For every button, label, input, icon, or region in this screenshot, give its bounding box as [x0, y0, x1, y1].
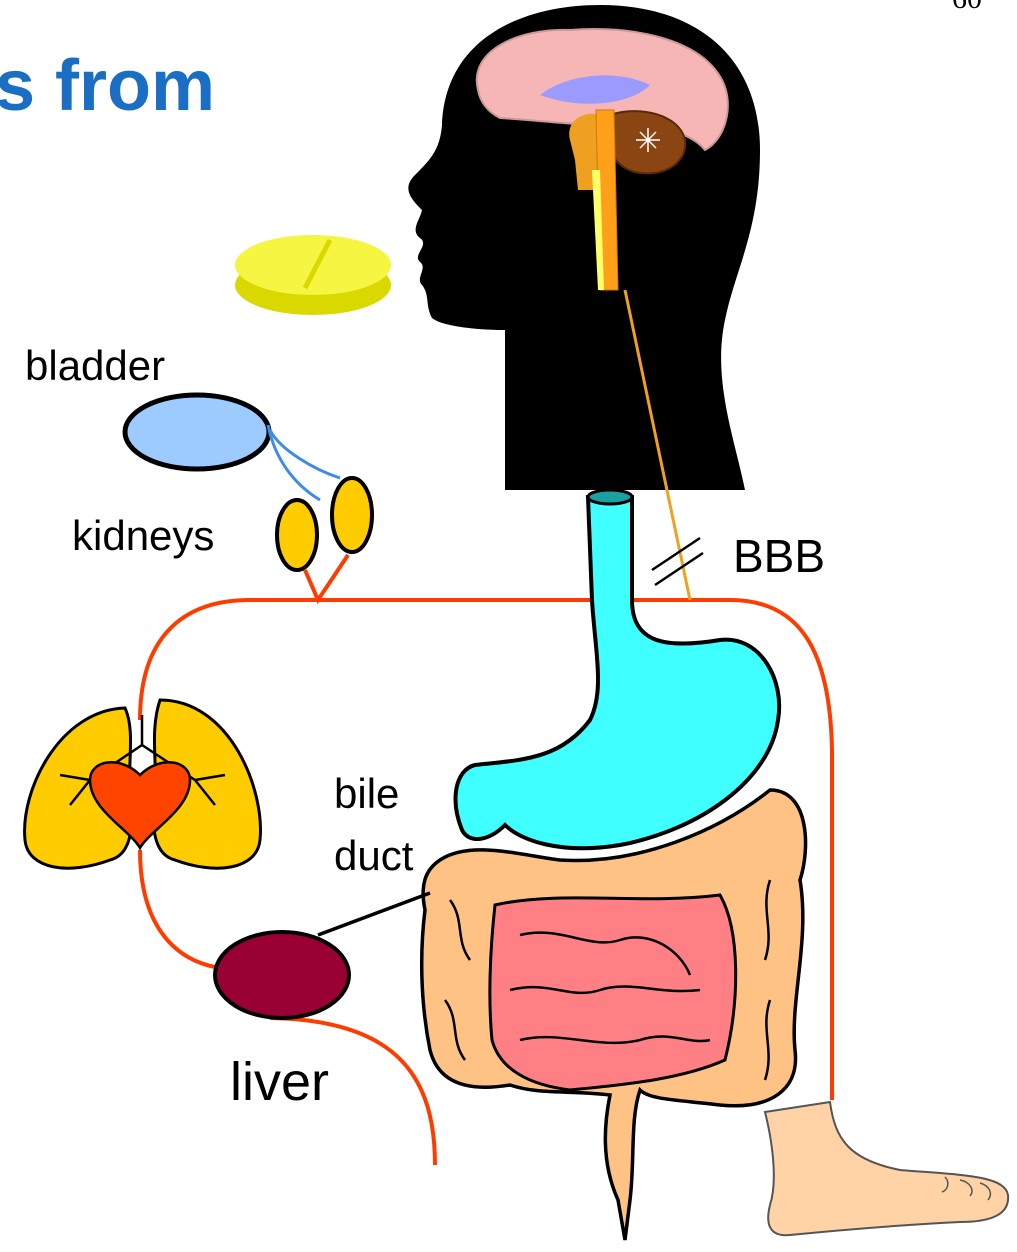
intestine-icon	[422, 790, 806, 1240]
duct-label: duct	[334, 832, 414, 879]
bbb-hatch-2	[655, 553, 703, 585]
page-number: 60	[952, 0, 982, 15]
bbb-label: BBB	[733, 530, 825, 582]
pill-icon	[235, 235, 391, 315]
foot-icon	[765, 1102, 1008, 1235]
bile-label: bile	[334, 770, 399, 817]
kidney-icon	[277, 478, 372, 570]
bbb-hatch-1	[652, 538, 700, 570]
bile-duct-line	[318, 893, 430, 935]
slide-title: s from	[0, 46, 215, 126]
bladder-label: bladder	[25, 342, 165, 389]
stomach-icon	[456, 490, 780, 848]
liver-icon	[215, 932, 349, 1018]
bladder-icon	[125, 395, 269, 469]
liver-label: liver	[230, 1052, 329, 1112]
kidneys-label: kidneys	[72, 512, 214, 559]
ureter-lines	[268, 425, 340, 500]
